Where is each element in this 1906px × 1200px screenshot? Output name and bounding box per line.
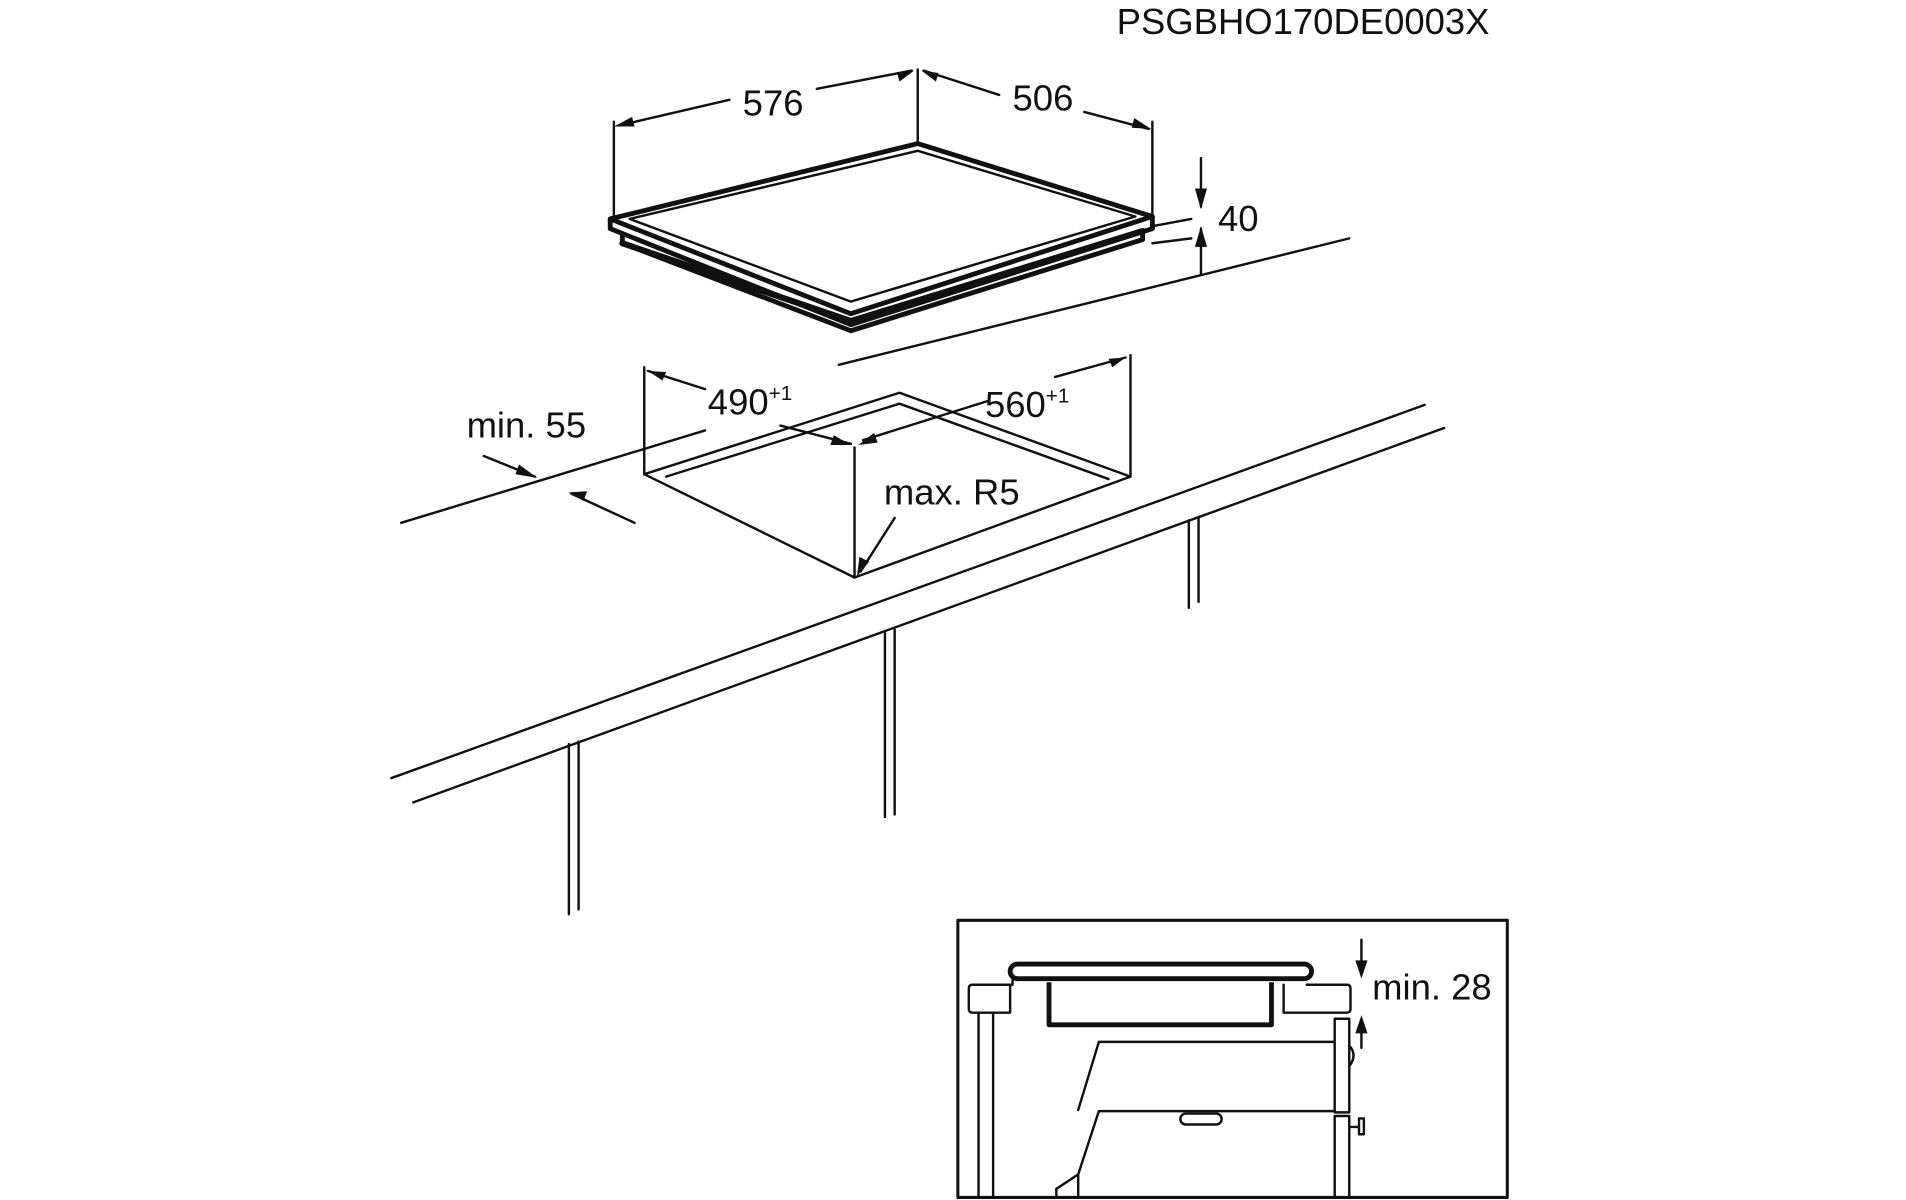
worktop-drawing xyxy=(390,237,1446,916)
hob-drawing xyxy=(607,141,1155,334)
hob-depth-label: 506 xyxy=(1013,78,1074,119)
inset-section-drawing xyxy=(956,918,1509,1199)
cutout-width-tolerance: +1 xyxy=(1046,384,1070,407)
cutout-depth-label: 490+1 xyxy=(708,382,792,423)
hob-height-label: 40 xyxy=(1218,198,1259,239)
min-clearance-label: min. 28 xyxy=(1372,966,1492,1007)
hob-width-label: 576 xyxy=(743,83,804,124)
document-code: PSGBHO170DE0003X xyxy=(1117,1,1490,42)
min-edge-distance-label: min. 55 xyxy=(467,405,587,446)
cutout-depth-tolerance: +1 xyxy=(769,382,793,405)
cutout-dimension-lines xyxy=(482,353,1132,577)
cutout-depth-value: 490 xyxy=(708,382,769,423)
cutout-width-value: 560 xyxy=(985,384,1046,425)
hob-dimension-lines xyxy=(612,68,1208,275)
corner-radius-label: max. R5 xyxy=(884,472,1020,513)
cutout-width-label: 560+1 xyxy=(985,384,1069,425)
